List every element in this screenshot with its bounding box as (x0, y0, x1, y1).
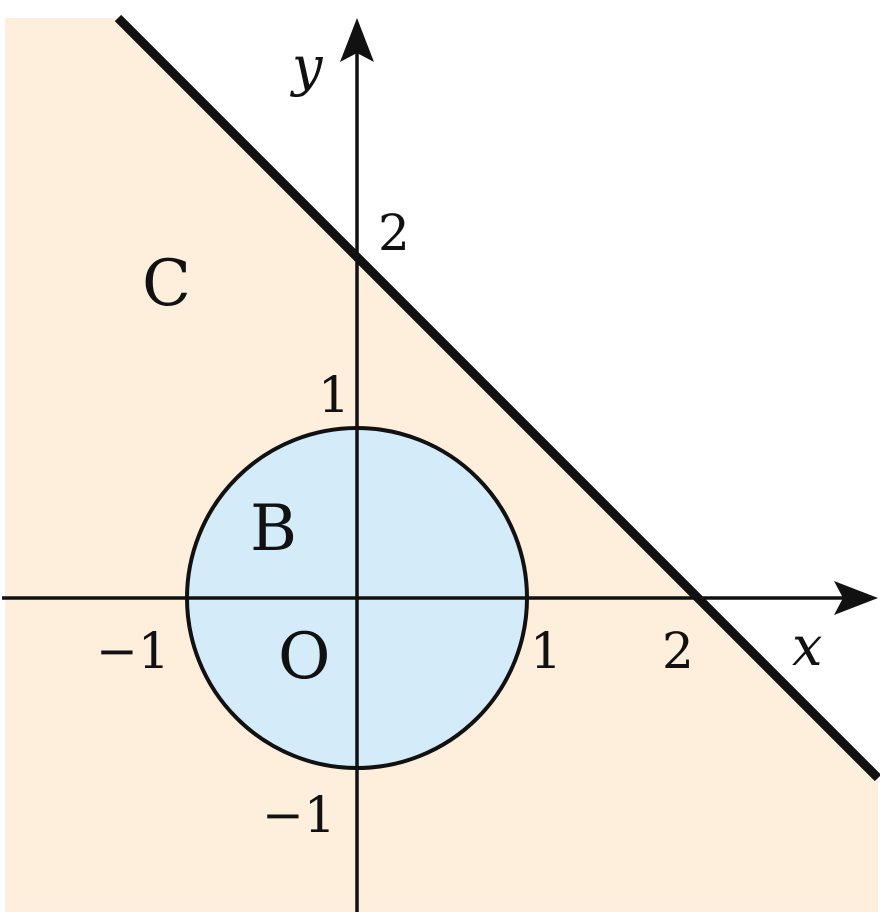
region-b-label: B (250, 492, 297, 566)
region-c-label: C (142, 247, 191, 321)
boundary-line (114, 14, 880, 782)
x-axis-label: x (792, 615, 822, 678)
y-tick-label-neg1: −1 (262, 786, 336, 844)
origin-label: O (278, 620, 330, 694)
y-axis-label: y (290, 35, 324, 98)
x-axis-arrowhead (834, 581, 878, 615)
y-tick-label-1: 1 (318, 366, 350, 424)
y-axis-arrowhead (340, 18, 374, 62)
x-tick-label-neg1: −1 (96, 622, 170, 680)
y-tick-label-2: 2 (378, 204, 410, 262)
x-tick-label-1: 1 (530, 622, 562, 680)
x-tick-label-2: 2 (662, 622, 694, 680)
